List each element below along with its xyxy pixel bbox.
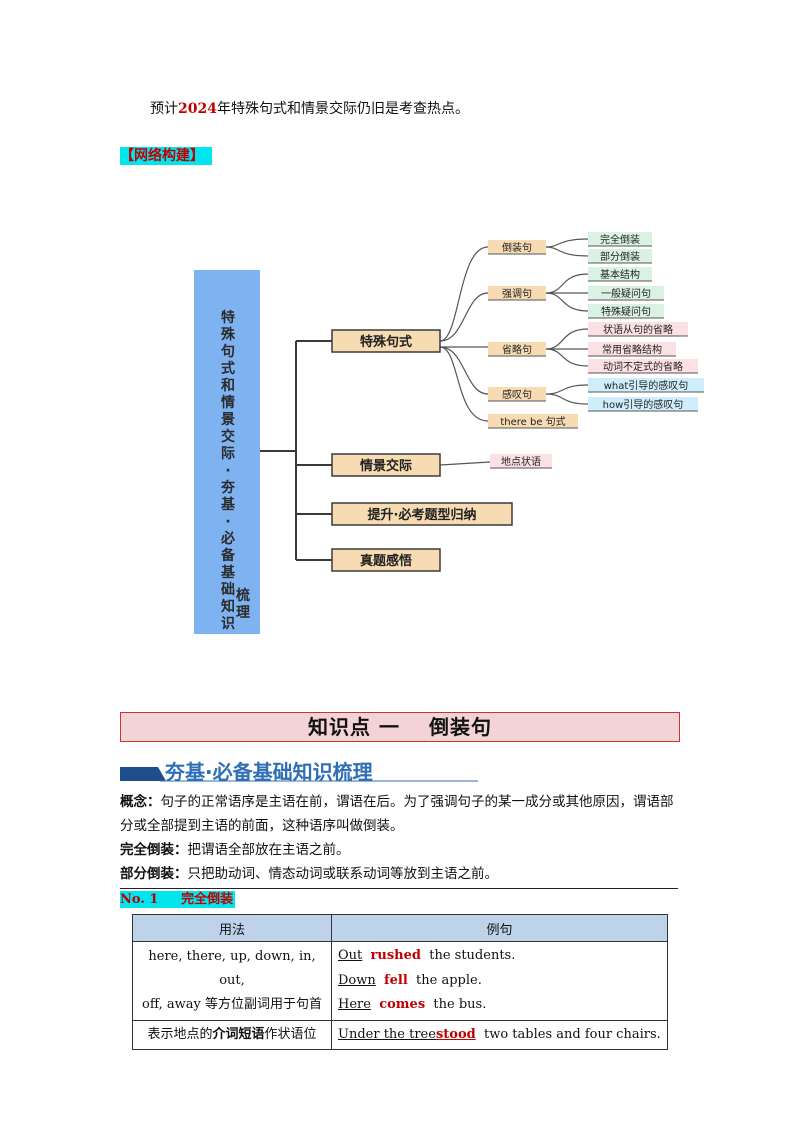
usage-cell: 表示地点的介词短语作状语位: [132, 1019, 332, 1050]
no1-number: No. 1: [120, 892, 159, 907]
sub-exclamation: 感叹句: [502, 388, 532, 401]
leaf-basic-structure: 基本结构: [600, 268, 640, 281]
leaf-common-ellipsis: 常用省略结构: [602, 343, 662, 356]
usage-cell: here, there, up, down, in, out, off, awa…: [132, 941, 332, 1021]
root-char: 备: [220, 547, 236, 564]
branch-improve: 提升·必考题型归纳: [368, 507, 477, 523]
leaf-what-exclamation: what引导的感叹句: [604, 379, 689, 392]
root-char: ·: [225, 463, 230, 479]
sub-there-be: there be 句式: [500, 415, 565, 428]
example-verb: stood: [435, 1026, 476, 1042]
example-adverb: Here: [338, 997, 371, 1012]
root-char: 必: [220, 530, 235, 547]
example-rest: the apple.: [416, 972, 482, 988]
root-char: 夯: [220, 479, 236, 496]
intro-sentence: 预计2024年特殊句式和情景交际仍旧是考查热点。: [150, 98, 469, 118]
usage-post: 作状语位: [264, 1026, 317, 1042]
example-cell: Out rushed the students. Down fell the a…: [331, 941, 668, 1021]
intro-year: 2024: [178, 101, 217, 117]
root-char: 特: [221, 309, 235, 326]
no1-heading: No. 1 完全倒装: [120, 891, 236, 908]
usage-en: here, there, up, down, in, out,: [148, 948, 316, 988]
example-line: Here comes the bus.: [338, 993, 661, 1018]
knowledge-point-title: 知识点 一 倒装句: [120, 712, 680, 742]
example-verb: rushed: [370, 948, 421, 963]
table-row: here, there, up, down, in, out, off, awa…: [132, 941, 668, 1021]
table-header-row: 用法 例句: [132, 914, 668, 942]
root-char: 理: [236, 605, 250, 621]
example-rest: two tables and four chairs.: [483, 1026, 661, 1042]
sub-inversion: 倒装句: [502, 241, 532, 254]
leaf-partial-inversion: 部分倒装: [600, 250, 640, 263]
concept-text: 句子的正常语序是主语在前，谓语在后。为了强调句子的某一成分或其他原因，谓语部分或…: [120, 794, 674, 834]
sub-ellipsis: 省略句: [502, 343, 532, 356]
mind-map: 特 殊 句 式 和 情 景 交 际 · 夯 基 · 必 备 基 础 知 识 梳 …: [194, 232, 704, 634]
root-char: 基: [221, 564, 236, 581]
leaf-general-question: 一般疑问句: [601, 287, 651, 300]
root-char: 础: [221, 581, 235, 598]
root-char: 和: [221, 378, 235, 394]
root-char: 交: [221, 428, 235, 445]
branch-real-questions: 真题感悟: [360, 553, 412, 569]
root-char: 景: [221, 412, 235, 428]
full-inversion-text: 把谓语全部放在主语之前。: [187, 842, 350, 858]
root-char: 基: [221, 496, 236, 513]
usage-table: 用法 例句 here, there, up, down, in, out, of…: [132, 914, 668, 1050]
section-banner: [120, 767, 478, 782]
intro-suffix: 年特殊句式和情景交际仍旧是考查热点。: [216, 101, 469, 117]
leaf-adverbial-ellipsis: 状语从句的省略: [603, 323, 673, 336]
root-char: ·: [225, 514, 230, 530]
leaf-how-exclamation: how引导的感叹句: [603, 398, 684, 411]
example-line: Out rushed the students.: [338, 944, 661, 969]
divider: [120, 888, 678, 889]
root-char: 知: [221, 598, 235, 615]
leaf-special-question: 特殊疑问句: [601, 305, 651, 318]
header-usage: 用法: [132, 914, 332, 942]
example-adverb: Down: [338, 972, 376, 988]
intro-prefix: 预计: [150, 101, 178, 117]
example-cell: Under the treestood two tables and four …: [331, 1019, 668, 1050]
example-adverb: Under the tree: [338, 1026, 436, 1042]
partial-inversion-paragraph: 部分倒装：只把助动词、情态动词或联系动词等放到主语之前。: [120, 862, 682, 886]
root-char: 识: [221, 616, 235, 632]
usage-pre: 表示地点的: [147, 1026, 213, 1042]
branch-special-sentences: 特殊句式: [360, 334, 412, 350]
partial-inversion-label: 部分倒装：: [120, 866, 188, 882]
example-verb: fell: [384, 972, 408, 988]
concept-label: 概念：: [120, 794, 161, 810]
header-example: 例句: [331, 914, 668, 942]
usage-cn: 等方位副词用于句首: [204, 996, 322, 1012]
leaf-infinitive-ellipsis: 动词不定式的省略: [603, 360, 683, 373]
example-rest: the bus.: [433, 997, 487, 1012]
table-row: 表示地点的介词短语作状语位 Under the treestood two ta…: [132, 1019, 668, 1050]
root-char: 际: [221, 446, 235, 462]
example-rest: the students.: [429, 948, 516, 963]
usage-en-2: off, away: [142, 996, 201, 1012]
example-line: Down fell the apple.: [338, 969, 661, 994]
leaf-place-adverbial: 地点状语: [501, 455, 541, 468]
full-inversion-label: 完全倒装：: [120, 842, 188, 858]
leaf-full-inversion: 完全倒装: [600, 233, 640, 246]
usage-bold: 介词短语: [212, 1026, 265, 1042]
partial-inversion-text: 只把助动词、情态动词或联系动词等放到主语之前。: [187, 866, 499, 882]
full-inversion-paragraph: 完全倒装：把谓语全部放在主语之前。: [120, 838, 682, 862]
root-char: 式: [221, 360, 235, 377]
example-adverb: Out: [338, 948, 363, 963]
example-verb: comes: [379, 997, 426, 1012]
root-char: 殊: [221, 327, 236, 343]
root-char: 情: [221, 394, 235, 411]
network-heading: 【网络构建】: [120, 147, 212, 165]
no1-title: 完全倒装: [181, 892, 234, 907]
section-title: 夯基·必备基础知识梳理: [165, 760, 373, 784]
branch-situational: 情景交际: [360, 458, 412, 474]
concept-paragraph: 概念：句子的正常语序是主语在前，谓语在后。为了强调句子的某一成分或其他原因，谓语…: [120, 790, 682, 838]
root-char: 句: [221, 343, 235, 360]
root-char: 梳: [236, 587, 250, 604]
sub-emphasis: 强调句: [502, 287, 532, 300]
